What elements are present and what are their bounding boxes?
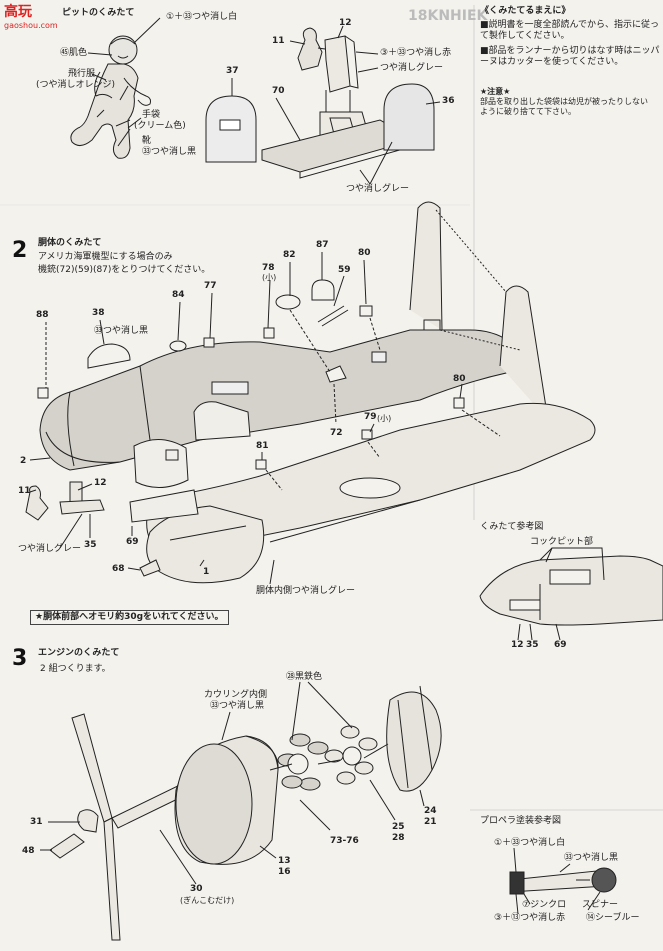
- part-81: 81: [256, 441, 269, 451]
- note-heading: ★注意★: [480, 87, 511, 96]
- step-2-number: 2: [12, 238, 28, 263]
- propeller-heading: プロペラ塗装参考図: [480, 816, 562, 826]
- ref-part-35: 35: [526, 640, 539, 650]
- part-80-top: 80: [358, 248, 371, 258]
- part-72: 72: [330, 428, 343, 438]
- part-77: 77: [204, 281, 217, 291]
- part-48: 48: [22, 846, 35, 856]
- part-11-cockpit: 11: [272, 36, 285, 46]
- part-2: 2: [20, 456, 27, 466]
- weight-warning: ★胴体前部へオモリ約30gをいれてください。: [30, 610, 229, 625]
- prop-spinner: スピナー: [582, 900, 619, 910]
- label-gray-seat: つや消しグレー: [18, 544, 82, 554]
- prop-red: ③＋⑬つや消し赤: [494, 913, 566, 923]
- label-cowl-black: ㉝つや消し黒: [210, 701, 265, 711]
- part-70: 70: [272, 86, 285, 96]
- part-35: 35: [84, 540, 97, 550]
- part-78: 78: [262, 263, 275, 273]
- step-3-number: 3: [12, 646, 28, 671]
- step-2-heading: 胴体のくみたて: [38, 238, 102, 248]
- part-25: 25: [392, 822, 405, 832]
- label-skin: ㊺肌色: [60, 48, 88, 58]
- part-59: 59: [338, 265, 351, 275]
- ref-part-12: 12: [511, 640, 524, 650]
- part-38: 38: [92, 308, 105, 318]
- part-12-cockpit: 12: [339, 18, 352, 28]
- part-37: 37: [226, 66, 239, 76]
- part-16: 16: [278, 867, 291, 877]
- part-21: 21: [424, 817, 437, 827]
- label-iron: ㉘黒鉄色: [286, 672, 323, 682]
- prop-zinc: ⑦ジンクロ: [522, 900, 567, 910]
- label-gloves: 手袋: [142, 110, 161, 120]
- reference-heading: くみたて参考図: [480, 522, 544, 532]
- label-boots: 靴: [142, 136, 152, 146]
- pilot-figure: [70, 35, 151, 159]
- prop-white: ①＋㉝つや消し白: [494, 838, 566, 848]
- before-assembly-heading: 《くみたてるまえに》: [480, 6, 571, 16]
- step-2-line-2: 機銃(72)(59)(87)をとりつけてください。: [38, 265, 211, 275]
- label-suit-color: (つや消しオレンジ): [36, 80, 116, 90]
- label-interior-gray: 胴体内側つや消しグレー: [256, 586, 356, 596]
- watermark-logo: 高玩: [4, 4, 32, 20]
- part-30: 30: [190, 884, 203, 894]
- part-13: 13: [278, 856, 291, 866]
- note-text: 部品を取り出した袋袋は幼児が被ったりしないように破り捨てて下さい。: [480, 97, 648, 116]
- propeller-paint-drawing: [509, 867, 617, 895]
- part-1: 1: [203, 567, 210, 577]
- reference-cockpit-drawing: [479, 547, 663, 626]
- label-gloves-color: (クリーム色): [134, 121, 186, 131]
- before-assembly-item-1: ■説明書を一度全部読んでから、指示に従って製作してください。: [480, 20, 660, 41]
- label-helmet-paint: ①＋㉝つや消し白: [166, 12, 238, 22]
- label-silver: (ぎんこむだけ): [180, 896, 235, 905]
- section-title-cockpit: ピットのくみたて: [62, 8, 135, 18]
- engine-drawing: [49, 685, 442, 941]
- ref-part-69: 69: [554, 640, 567, 650]
- part-79: 79: [364, 412, 377, 422]
- part-80-right: 80: [453, 374, 466, 384]
- part-28: 28: [392, 833, 405, 843]
- part-88: 88: [36, 310, 49, 320]
- part-31: 31: [30, 817, 43, 827]
- part-68: 68: [112, 564, 125, 574]
- watermark-site: gaoshou.com: [4, 21, 58, 30]
- part-69: 69: [126, 537, 139, 547]
- fuselage-drawing: [25, 201, 596, 584]
- part-82: 82: [283, 250, 296, 260]
- reference-sub: コックピット部: [530, 537, 594, 547]
- label-boots-color: ㉝つや消し黒: [142, 147, 197, 157]
- label-floor-gray: つや消しグレー: [346, 184, 410, 194]
- step-3-sub: 2 組つくります。: [40, 664, 111, 674]
- label-black-38: ㉝つや消し黒: [94, 326, 149, 336]
- part-12: 12: [94, 478, 107, 488]
- prop-blue: ⑭シーブルー: [586, 913, 640, 923]
- step-3-heading: エンジンのくみたて: [38, 648, 120, 658]
- label-79-small: (小): [377, 414, 392, 423]
- part-11: 11: [18, 486, 31, 496]
- step-2-line-1: アメリカ海軍機型にする場合のみ: [38, 252, 173, 262]
- background-band: 18KNHIEK: [408, 8, 488, 24]
- label-78-small: (小): [262, 273, 277, 282]
- label-suit: 飛行服: [68, 69, 96, 79]
- part-87: 87: [316, 240, 329, 250]
- part-24: 24: [424, 806, 437, 816]
- before-assembly-item-2: ■部品をランナーから切りはなす時はニッパーヌはカッターを使ってください。: [480, 46, 660, 67]
- prop-black: ㉝つや消し黒: [564, 853, 619, 863]
- part-36: 36: [442, 96, 455, 106]
- label-cowl-inner: カウリング内側: [204, 690, 268, 700]
- part-73-76: 73-76: [330, 836, 359, 846]
- label-seat-paint: ③＋㉝つや消し赤: [380, 48, 452, 58]
- label-seat-gray: つや消しグレー: [380, 63, 444, 73]
- part-84: 84: [172, 290, 185, 300]
